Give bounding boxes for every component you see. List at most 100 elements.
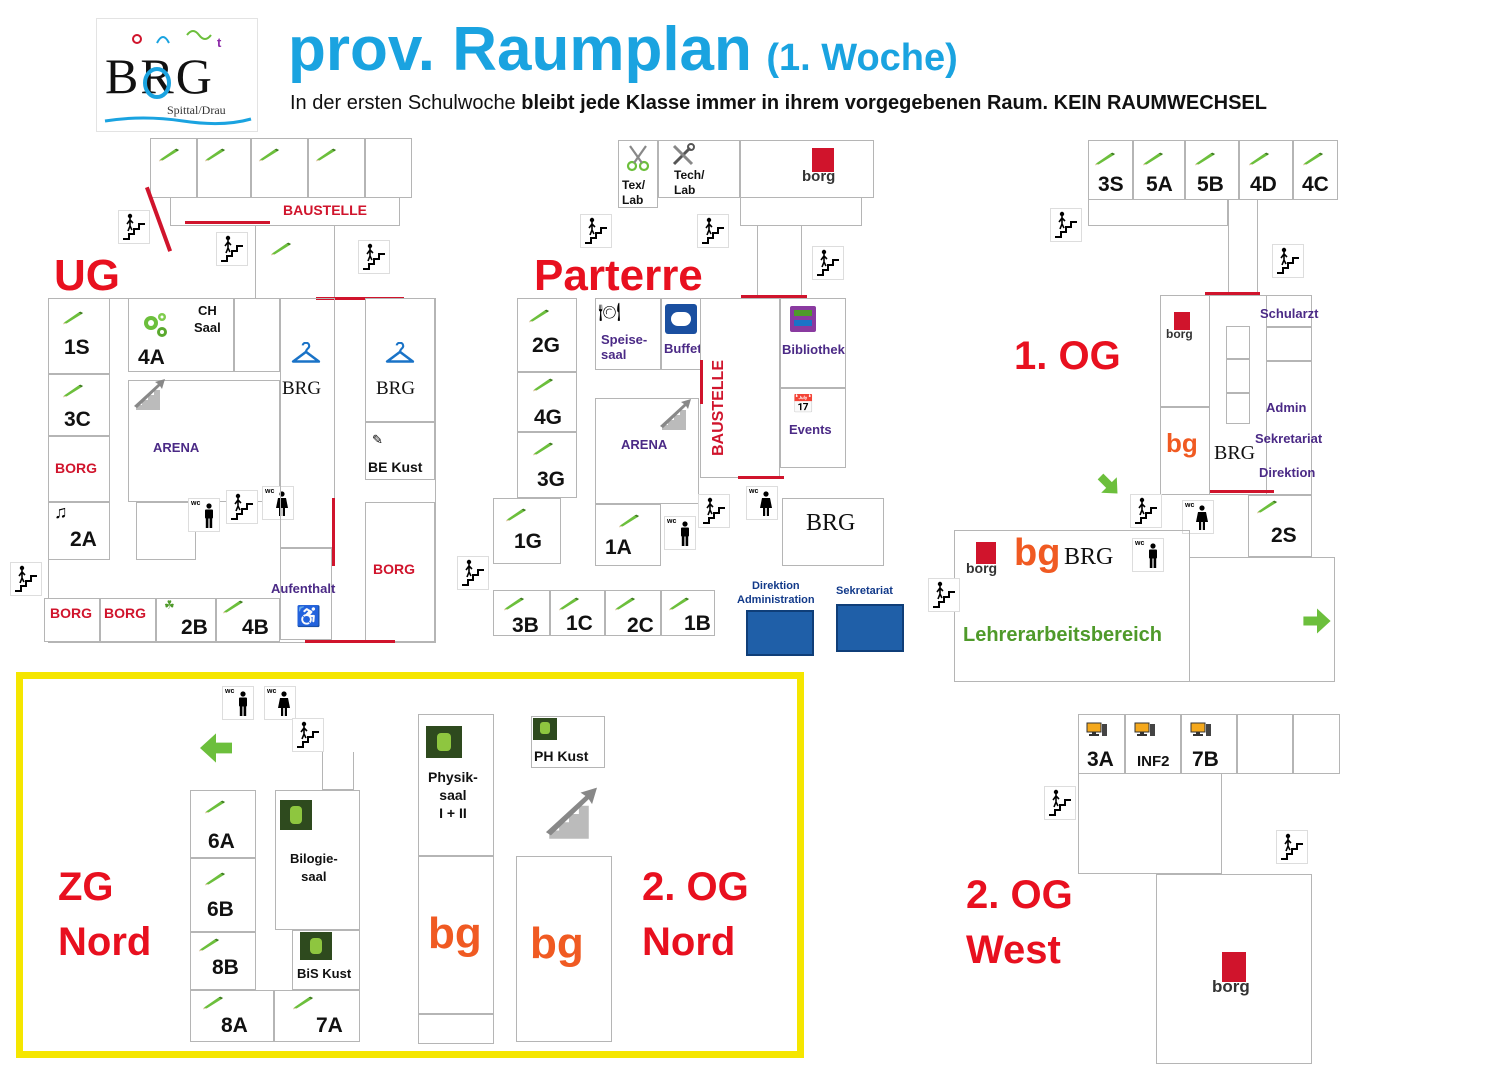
wc-women-icon: wc xyxy=(746,486,778,520)
pencil-icon xyxy=(503,597,525,611)
room-borg-ug-1[interactable] xyxy=(48,436,110,502)
container-icon xyxy=(836,604,904,652)
books-icon xyxy=(790,306,816,332)
pencil-icon xyxy=(532,378,554,392)
brg-logo-small: BRG xyxy=(1214,442,1256,464)
room-2b[interactable] xyxy=(156,598,216,642)
room-label-8b: 8B xyxy=(212,956,239,979)
ug-top-rooms xyxy=(150,138,412,198)
pencil-icon xyxy=(558,597,580,611)
room-borg-ug-3[interactable] xyxy=(44,598,100,642)
room-label-schularzt: Schularzt xyxy=(1260,306,1319,321)
dining-icon: 🍽 xyxy=(598,302,621,322)
room-label-2a: 2A xyxy=(70,528,97,551)
room-speisesaal[interactable] xyxy=(595,298,661,370)
room-3c[interactable] xyxy=(48,374,110,436)
room-4b[interactable] xyxy=(216,598,280,642)
title-week: (1. Woche) xyxy=(766,37,958,79)
green-arrow-left-icon xyxy=(196,728,236,768)
room-label-1c: 1C xyxy=(566,612,593,635)
pencil-icon xyxy=(614,597,636,611)
floor-label-ug: UG xyxy=(54,251,120,300)
microscope-icon xyxy=(426,726,462,758)
pencil-icon xyxy=(315,148,337,162)
room-label-3b: 3B xyxy=(512,614,539,637)
pencil-icon xyxy=(1256,500,1278,514)
brg-logo-small: BRG xyxy=(282,378,322,399)
stairs-icon xyxy=(216,232,248,266)
room-garderobe[interactable] xyxy=(365,298,435,422)
floor-label-zg-nord: ZG Nord xyxy=(58,865,152,964)
label-direktion-container: Direktion Administration xyxy=(737,580,815,606)
room-label-ch-saal: CH Saal xyxy=(194,303,221,335)
pencil-icon xyxy=(204,800,226,814)
borg-logo: borg xyxy=(966,542,997,576)
room-borg-ug-4[interactable] xyxy=(100,598,156,642)
room-borg-ug-2[interactable] xyxy=(365,502,435,642)
room-2a[interactable] xyxy=(48,502,110,560)
microscope-icon xyxy=(533,718,557,740)
room-bg-nord-2[interactable] xyxy=(516,856,612,1042)
room-label-1b: 1B xyxy=(684,612,711,635)
room-label-borg: BORG xyxy=(50,605,92,621)
stairs-icon xyxy=(10,562,42,596)
room-be-kust[interactable] xyxy=(365,422,435,480)
pencil-icon xyxy=(270,242,292,256)
floor-label-og1: 1. OG xyxy=(1014,334,1121,378)
plant-icon: ☘ xyxy=(164,598,175,612)
room-label-lehrerarbeitsbereich: Lehrerarbeitsbereich xyxy=(963,624,1162,646)
pencil-icon xyxy=(258,148,280,162)
floor-label-parterre: Parterre xyxy=(534,251,703,300)
stairs-icon xyxy=(118,210,150,244)
room-label-physiksaal: Physik- saal I + II xyxy=(428,769,478,821)
room-brg-parterre[interactable] xyxy=(782,498,884,566)
computer-icon xyxy=(1190,722,1212,738)
room-tech-lab[interactable] xyxy=(658,140,740,198)
room-7a[interactable] xyxy=(274,990,360,1042)
stairs-icon xyxy=(1272,244,1304,278)
wc-men-icon: wc xyxy=(222,686,254,720)
stairs-icon xyxy=(292,718,324,752)
room-3g[interactable] xyxy=(517,432,577,498)
room-4a-ch-saal[interactable] xyxy=(128,298,234,372)
pencil-icon xyxy=(528,309,550,323)
room-label-arena: ARENA xyxy=(621,437,668,452)
pencil-icon xyxy=(1248,152,1270,166)
room-2s[interactable] xyxy=(1248,495,1312,557)
pencil-icon xyxy=(292,996,314,1010)
bg-logo: bg xyxy=(530,919,584,968)
stairs-icon xyxy=(812,246,844,280)
pencil-icon xyxy=(62,384,84,398)
room-label-3c: 3C xyxy=(64,408,91,431)
pencil-icon xyxy=(198,938,220,952)
room-label-bibliothek: Bibliothek xyxy=(782,342,845,357)
room-events[interactable] xyxy=(780,388,846,468)
hanger-icon xyxy=(385,342,415,366)
room-label-direktion: Direktion xyxy=(1259,465,1316,480)
pencil-icon xyxy=(1194,152,1216,166)
room-6b[interactable] xyxy=(190,858,256,932)
room-label-arena: ARENA xyxy=(153,440,200,455)
room-1g[interactable] xyxy=(493,498,561,564)
room-label-5a: 5A xyxy=(1146,173,1173,196)
upstairs-icon xyxy=(128,378,168,412)
room-label-4g: 4G xyxy=(534,406,563,429)
room-label-be-kust: BE Kust xyxy=(368,459,423,475)
room-borg-parterre[interactable] xyxy=(740,140,874,198)
stairs-icon xyxy=(457,556,489,590)
room-8a[interactable] xyxy=(190,990,274,1042)
wc-women-icon: wc xyxy=(264,686,296,720)
music-note-icon: ♫ xyxy=(54,502,68,522)
room-1s[interactable] xyxy=(48,298,110,374)
room-bg-nord-1[interactable] xyxy=(418,856,494,1014)
room-8b[interactable] xyxy=(190,932,256,990)
room-label-3s: 3S xyxy=(1098,173,1124,196)
room-1a[interactable] xyxy=(595,504,661,566)
gears-icon xyxy=(140,310,170,340)
floor-label-og2-west: 2. OG West xyxy=(966,873,1073,972)
room-tex-lab[interactable] xyxy=(618,140,658,208)
room-label-4b: 4B xyxy=(242,616,269,639)
logo-text: BRG xyxy=(105,48,214,104)
logo-wave xyxy=(104,116,252,126)
pencil-icon xyxy=(202,996,224,1010)
